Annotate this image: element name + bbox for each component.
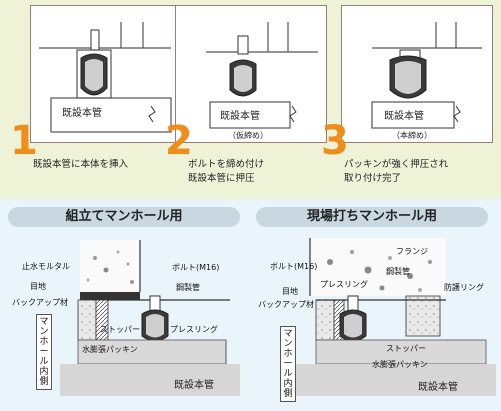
left-label-bolt: ボルト(M16) [172,263,220,272]
step-3-drawing [371,22,482,129]
step-1-panel [30,5,182,143]
step-3-caption-line-1: パッキンが強く押圧され [344,159,449,170]
right-vertical-label: マンホール内側 [280,326,296,402]
right-section-title: 現場打ちマンホール用 [256,207,488,227]
left-label-packing: 水膨張パッキン [82,345,138,354]
step-2-pipe-label: 既設本管 [220,111,260,122]
step-1-caption-line-1: 既設本管に本体を挿入 [33,159,129,170]
right-label-joint: 目地 [282,287,298,296]
step-1-pipe-label: 既設本管 [62,108,102,119]
left-label-backup: バックアップ材 [12,298,68,307]
step-3-caption: パッキンが強く押圧され 取り付け完了 [344,158,448,186]
left-label-mortar: 止水モルタル [22,262,70,271]
right-label-packing: 水膨張パッキン [372,360,428,369]
left-label-stopper: ストッパー [100,325,140,334]
left-section-title: 組立てマンホール用 [8,207,240,227]
step-3-panel [341,5,493,143]
step-2-number: 2 [165,118,193,164]
left-pipe-label: 既設本管 [174,380,214,391]
step-2-caption-line-2: 既設本管に押圧 [188,173,255,184]
right-label-bolt: ボルト(M16) [270,262,318,271]
right-label-water-ring: 防護リング [444,283,484,292]
right-pipe-label: 既設本管 [418,382,458,393]
left-label-press-ring: プレスリング [170,325,218,334]
step-2-sub-label: （仮締め） [228,131,268,140]
left-label-joint: 目地 [30,282,46,291]
right-label-flange: フランジ [396,247,428,256]
right-label-stopper: ストッパー [386,344,426,353]
left-cross-section [60,240,240,396]
step-2-caption-line-1: ボルトを締め付け [188,159,265,170]
right-label-steel-pipe: 鋼製管 [386,267,410,276]
step-3-number: 3 [321,118,349,164]
step-3-caption-line-2: 取り付け完了 [344,173,402,184]
step-2-caption: ボルトを締め付け 既設本管に押圧 [188,158,264,186]
left-label-steel-pipe: 鋼製管 [176,283,200,292]
step-3-pipe-label: 既設本管 [384,111,424,122]
step-1-caption: 既設本管に本体を挿入 [33,158,128,172]
step-3-sub-label: （本締め） [392,131,432,140]
right-cross-section [290,238,496,396]
step-1-number: 1 [10,118,38,164]
left-vertical-label: マンホール内側 [36,314,52,390]
step-1-drawing [39,22,172,133]
step-2-panel [175,5,327,143]
right-label-backup: バックアップ材 [258,300,314,309]
step-2-drawing [206,22,318,129]
right-label-press-ring: プレスリング [320,280,368,289]
